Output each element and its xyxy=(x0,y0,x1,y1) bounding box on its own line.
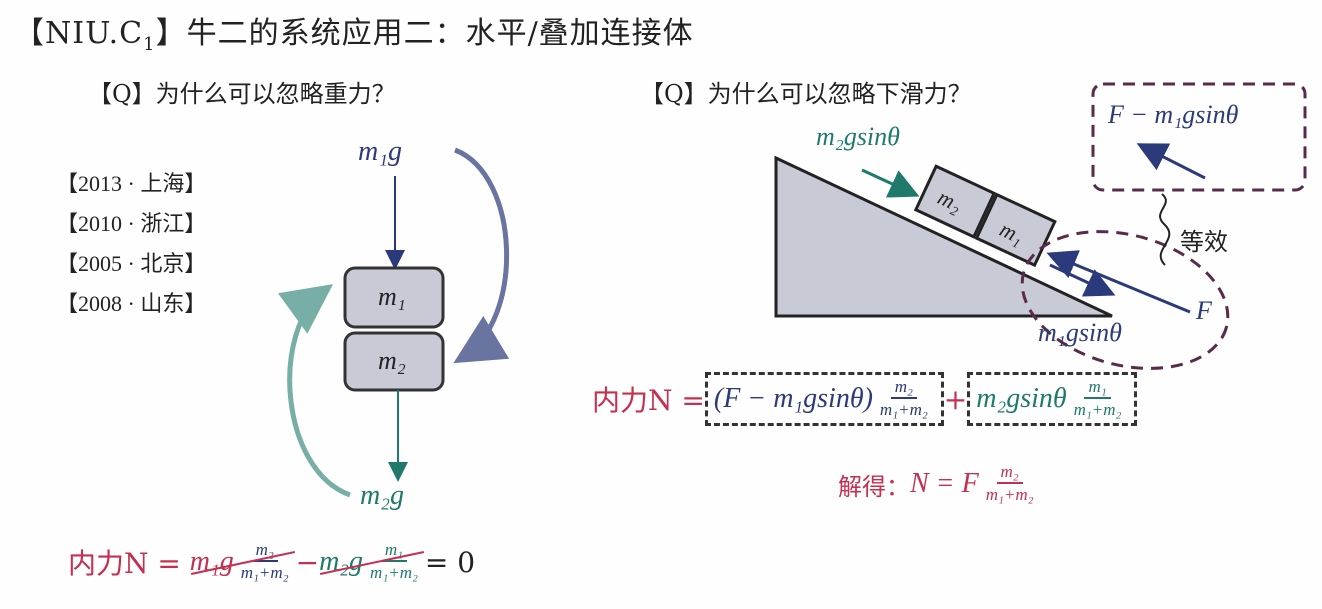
m2gsin-arrow xyxy=(861,168,920,198)
curved-arrow-navy xyxy=(453,147,510,364)
m1g-label: m₁g xyxy=(358,136,402,167)
incline xyxy=(774,155,1113,318)
block-m2-incline xyxy=(913,164,997,239)
block-m2-label: m₂ xyxy=(378,346,406,375)
term1: m₁g xyxy=(189,546,234,577)
m2gsin-label: m₂gsinθ xyxy=(816,122,900,151)
m1gsin-arrow xyxy=(1049,263,1116,297)
equiv-arrow xyxy=(1136,143,1206,180)
frac-num: m₁ xyxy=(1084,377,1111,399)
m1gsin-label: m₁gsinθ xyxy=(1038,318,1122,347)
block-m1-incline xyxy=(974,192,1057,268)
formula-rhs: = 0 xyxy=(424,545,476,579)
frac-den: m₁+m₂ xyxy=(370,563,418,582)
right-question: 【Q】为什么可以忽略下滑力？ xyxy=(640,80,972,108)
plus: + xyxy=(943,382,968,416)
frac-den: m₁+m₂ xyxy=(240,563,289,582)
equiv-box-text: F − m₁gsinθ xyxy=(1108,100,1239,129)
result-expr: N = F xyxy=(910,468,979,499)
formula-lhs: 内力N = xyxy=(68,547,181,580)
block-m1 xyxy=(343,266,445,329)
frac-den: m₁+m₂ xyxy=(879,400,928,419)
left-question: 【Q】为什么可以忽略重力？ xyxy=(88,80,396,108)
frac-num: m₂ xyxy=(996,462,1023,484)
frac-den: m₁+m₂ xyxy=(1073,400,1122,419)
dashed-ellipse xyxy=(1020,230,1230,370)
F-label: F xyxy=(1196,296,1212,325)
page-title: 【NIU.C1】牛二的系统应用二：水平/叠加连接体 xyxy=(14,16,694,55)
year-item: 【2013 · 上海】 xyxy=(56,171,207,196)
block-m1-label: m₁ xyxy=(378,282,406,311)
formula-lhs: 内力N = xyxy=(592,384,705,417)
year-item: 【2008 · 山东】 xyxy=(56,291,207,316)
m2g-label: m₂g xyxy=(360,480,404,511)
minus: − xyxy=(295,545,320,579)
squiggle-icon xyxy=(1159,193,1171,266)
frac-num: m₂ xyxy=(890,377,917,399)
F-arrow xyxy=(1046,250,1191,314)
frac-num: m₁ xyxy=(380,540,408,562)
term1: (F − m₁gsinθ) xyxy=(713,383,873,414)
frac-den: m₁+m₂ xyxy=(985,485,1034,504)
equiv-label: 等效 xyxy=(1180,228,1228,256)
frac-num: m₂ xyxy=(251,540,278,562)
year-item: 【2010 · 浙江】 xyxy=(56,211,207,236)
term2: m₂gsinθ xyxy=(976,383,1067,414)
term2: m₂g xyxy=(319,546,364,577)
curved-arrow-teal xyxy=(277,284,351,498)
block-m2 xyxy=(343,331,445,392)
result-lhs: 解得： xyxy=(838,472,910,501)
equiv-dashed-box xyxy=(1091,82,1307,192)
year-item: 【2005 · 北京】 xyxy=(56,251,207,276)
